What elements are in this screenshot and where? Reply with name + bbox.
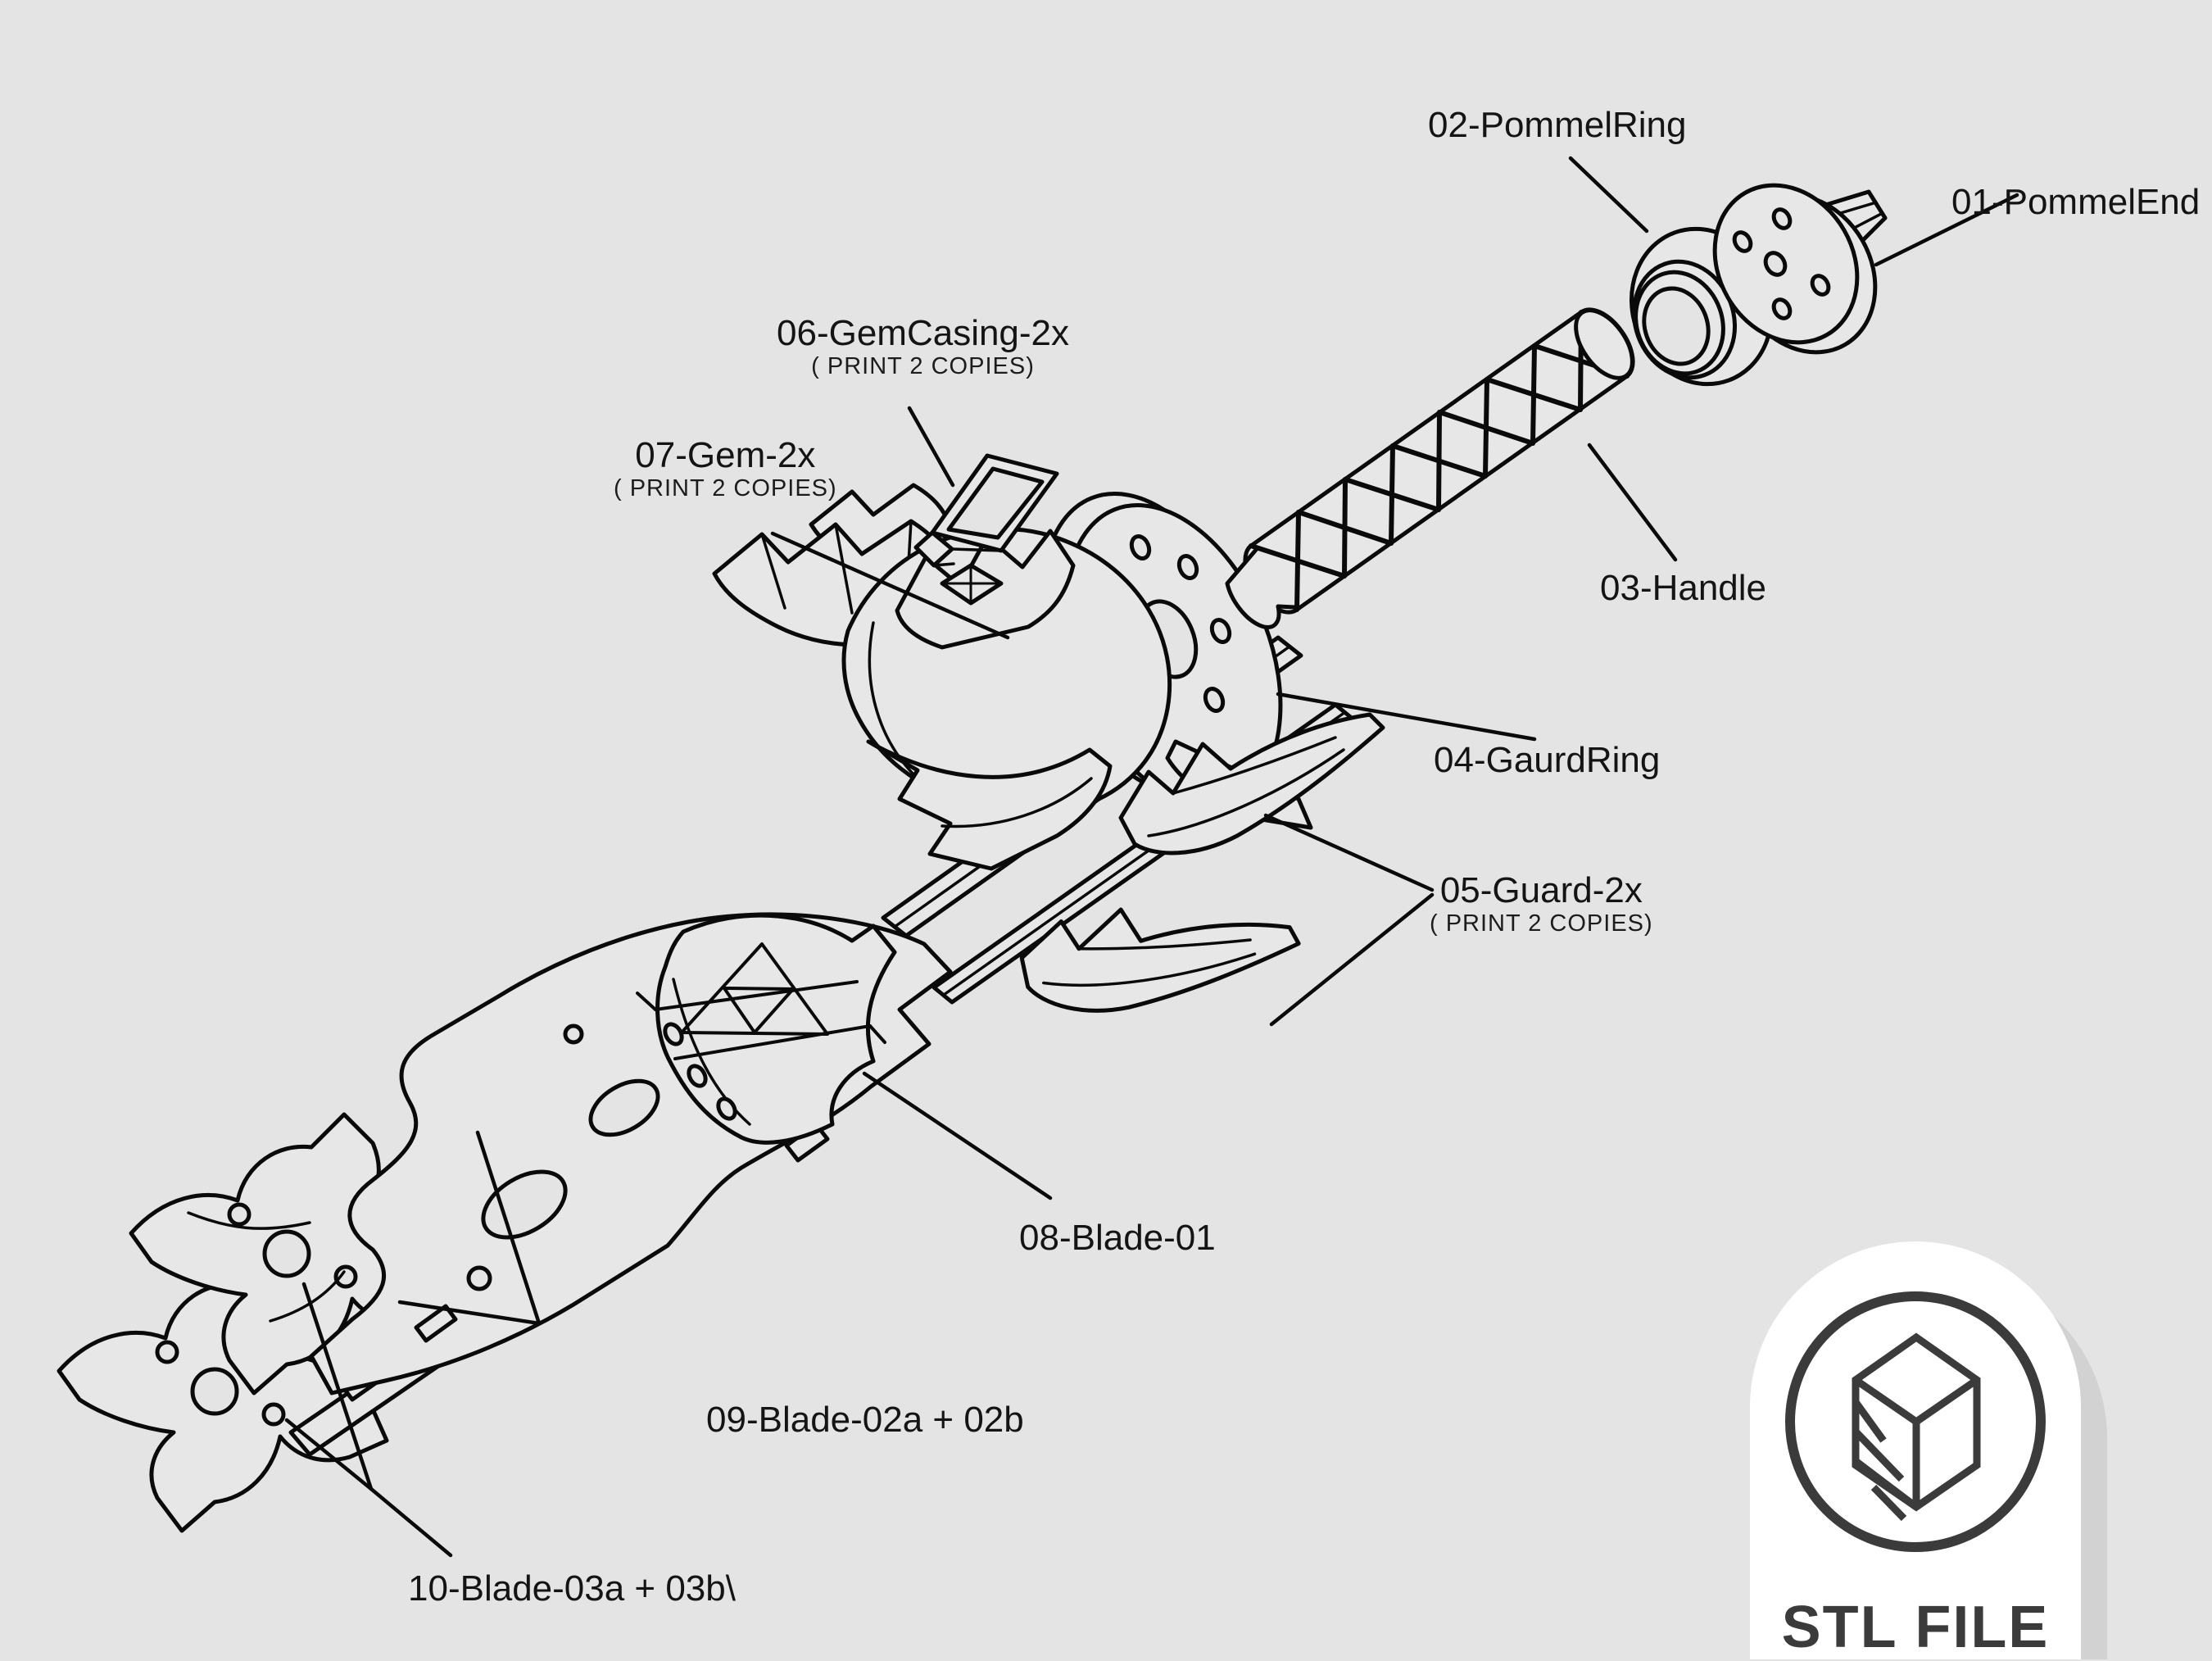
stl-badge: STL FILE [1750, 1241, 2081, 1660]
label-pommel-ring: 02-PommelRing [1428, 105, 1686, 145]
gem-on-guard [940, 563, 1004, 606]
leader-line-06 [907, 406, 955, 488]
label-blade-03: 10-Blade-03a + 03b\ [408, 1568, 736, 1609]
label-guard-ring-text: 04-GaurdRing [1434, 740, 1661, 780]
label-blade-01: 08-Blade-01 [1019, 1218, 1216, 1258]
3d-cube-icon [1852, 1332, 1981, 1522]
leader-line-10b [284, 1418, 374, 1491]
part-pommel-end [1712, 183, 1888, 355]
leader-line-10c [369, 1486, 453, 1558]
label-pommel-end: 01-PommelEnd [1951, 182, 2200, 222]
leader-line-08 [862, 1071, 1053, 1200]
label-gem: 07-Gem-2x ( PRINT 2 COPIES) [614, 435, 837, 502]
leader-line-05a [1263, 813, 1435, 892]
leader-line-04 [1276, 692, 1537, 742]
label-pommel-end-text: 01-PommelEnd [1951, 182, 2201, 222]
label-pommel-ring-text: 02-PommelRing [1428, 105, 1687, 145]
label-handle-text: 03-Handle [1600, 568, 1767, 608]
triforce-emblem [636, 942, 886, 1060]
leader-line-09a [475, 1130, 542, 1326]
part-gem-casing [913, 453, 1059, 568]
leader-line-07 [770, 531, 1010, 640]
label-guard-ring: 04-GaurdRing [1434, 740, 1660, 780]
label-gem-note: ( PRINT 2 COPIES) [614, 475, 837, 502]
part-guard-wing-copy-b [1019, 907, 1301, 1013]
label-blade-03-text: 10-Blade-03a + 03b\ [408, 1568, 736, 1609]
label-blade-02: 09-Blade-02a + 02b [706, 1400, 1024, 1440]
leader-lines [284, 156, 2019, 1558]
guard-lower-plate [866, 739, 1113, 871]
leader-line-09b [397, 1300, 542, 1326]
label-guard: 05-Guard-2x ( PRINT 2 COPIES) [1430, 870, 1653, 937]
leader-line-10a [301, 1282, 374, 1491]
label-gem-casing-text: 06-GemCasing-2x [777, 313, 1070, 353]
label-guard-note: ( PRINT 2 COPIES) [1430, 910, 1653, 937]
label-blade-02-text: 09-Blade-02a + 02b [706, 1400, 1024, 1440]
leader-line-01 [1874, 193, 2019, 267]
label-handle: 03-Handle [1600, 568, 1766, 608]
handle-tang-stub [1225, 547, 1297, 629]
label-gem-text: 07-Gem-2x [635, 435, 816, 475]
label-gem-casing-note: ( PRINT 2 COPIES) [811, 353, 1035, 380]
leader-line-03 [1587, 442, 1678, 562]
stl-cube-circle-icon [1785, 1291, 2046, 1552]
part-blade-01-block [636, 913, 897, 1145]
stl-badge-text: STL FILE [1781, 1595, 2050, 1660]
handle-lacing [1249, 310, 1630, 612]
leader-line-02 [1568, 156, 1649, 234]
label-blade-01-text: 08-Blade-01 [1019, 1218, 1216, 1258]
leader-line-05b [1269, 892, 1435, 1027]
part-guard-wing-copy-a [1118, 712, 1385, 855]
label-gem-casing: 06-GemCasing-2x ( PRINT 2 COPIES) [777, 313, 1069, 380]
part-handle [1225, 307, 1635, 629]
label-guard-text: 05-Guard-2x [1439, 870, 1643, 910]
